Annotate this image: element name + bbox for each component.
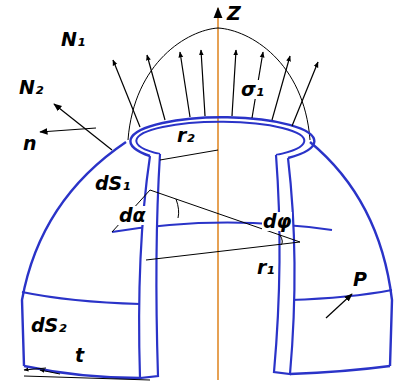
shell-bottom-right	[290, 366, 390, 374]
force-arrow	[180, 52, 190, 117]
normal-arrow	[40, 128, 96, 132]
right-cut-strip	[274, 155, 295, 374]
left-cut-strip	[139, 154, 160, 378]
thickness-leader	[24, 376, 150, 380]
ring-inner	[136, 122, 304, 155]
symbol-label: P	[352, 270, 368, 289]
symbol-label: N₂	[18, 78, 44, 97]
angle-arc-alpha	[176, 199, 179, 218]
force-arrow	[147, 55, 165, 120]
force-arrow	[113, 60, 140, 127]
force-arrow	[201, 50, 205, 116]
symbol-label: dS₂	[30, 316, 68, 335]
symbol-label: dS₁	[94, 174, 132, 193]
symbol-label: dφ	[262, 212, 292, 231]
symbol-label: r₁	[256, 258, 276, 277]
thickness-arrow	[24, 368, 46, 370]
band-line-left	[22, 292, 140, 304]
angle-arc-phi	[280, 235, 282, 245]
force-arrow	[232, 50, 236, 116]
force-arrow	[292, 62, 318, 126]
force-arrow	[272, 56, 290, 120]
symbol-label: r₂	[176, 126, 196, 145]
radius-r1-lower	[146, 242, 300, 260]
z-axis	[217, 8, 219, 380]
hoop-force-arrow	[54, 104, 112, 150]
band-line-right	[290, 290, 392, 300]
radius-r1-upper	[150, 190, 300, 242]
symbol-label: t	[74, 346, 85, 365]
angle-line	[112, 190, 150, 232]
symbol-label: Z	[226, 4, 242, 23]
thickness-arrow	[40, 370, 60, 374]
symbol-label: N₁	[60, 30, 86, 49]
radius-r2	[160, 150, 218, 160]
symbol-label: n	[22, 134, 38, 153]
pressure-arrow	[326, 294, 352, 318]
meridional-force-arrows	[113, 50, 318, 127]
shell-right-edge	[310, 142, 392, 366]
symbol-label: σ₁	[240, 80, 265, 99]
ring-outer	[130, 117, 314, 158]
symbol-label: dα	[118, 206, 147, 225]
